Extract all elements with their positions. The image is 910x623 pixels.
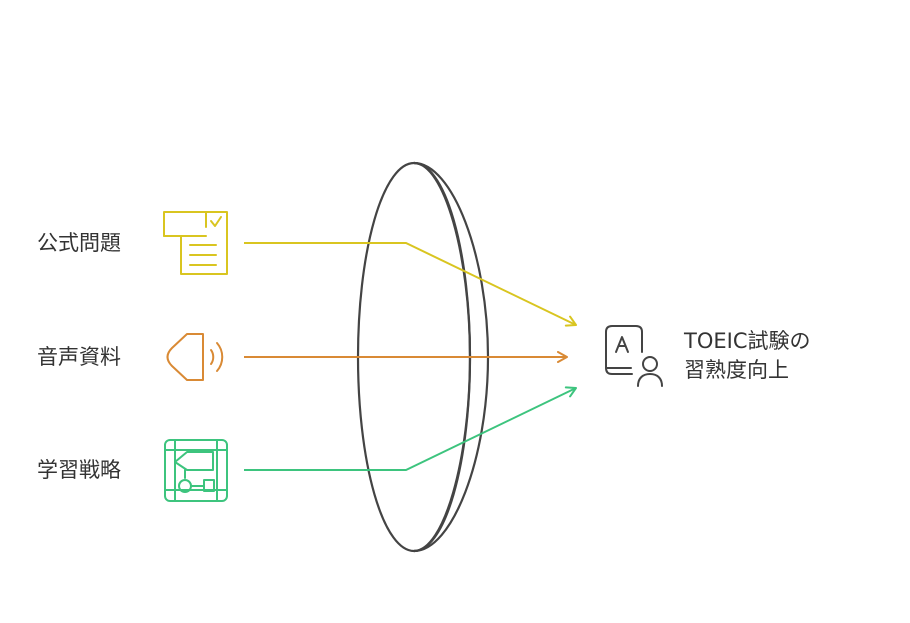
connector-arrow-official-questions — [244, 242, 577, 327]
exam-tablet-person-icon — [605, 325, 663, 387]
output-label-line1: TOEIC試験の — [684, 329, 811, 353]
document-checklist-icon — [163, 211, 228, 275]
input-label-study-strategy: 学習戦略 — [37, 458, 121, 482]
connector-arrow-study-strategy — [244, 386, 577, 471]
input-label-audio-materials: 音声資料 — [37, 345, 121, 369]
output-label: TOEIC試験の 習熟度向上 — [684, 327, 810, 385]
flowchart-icon — [164, 439, 228, 502]
output-label-line2: 習熟度向上 — [684, 358, 789, 382]
input-label-official-questions: 公式問題 — [37, 231, 121, 255]
speaker-icon — [166, 333, 224, 381]
